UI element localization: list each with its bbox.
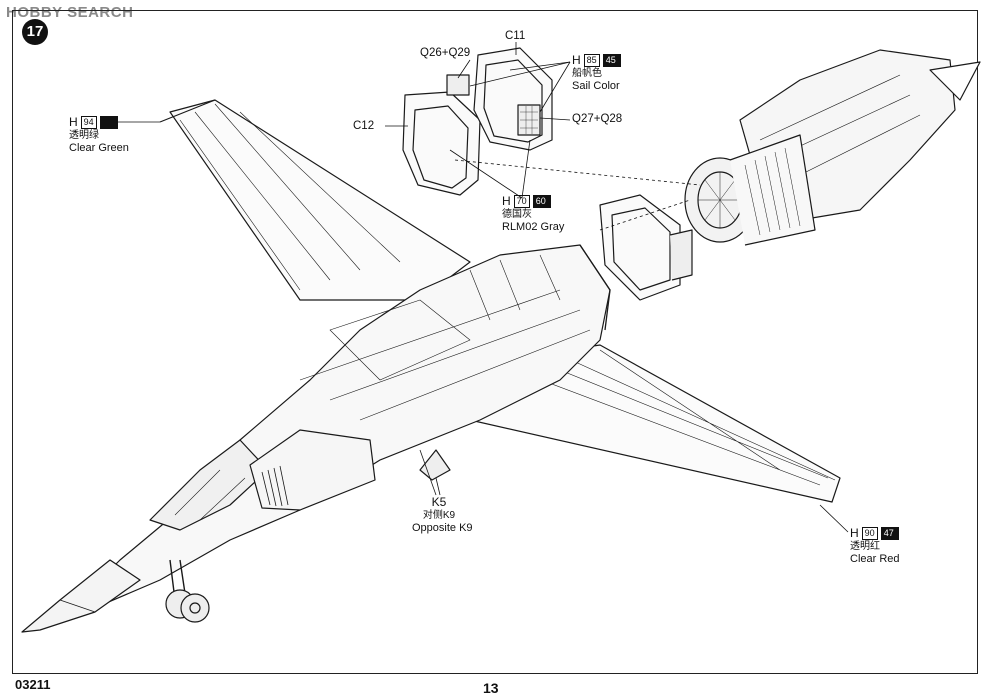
color-number-box: 94: [80, 116, 97, 129]
callout-clear-green: H 94 透明绿 Clear Green: [69, 116, 129, 155]
callout-k5: K5 对侧K9 Opposite K9: [412, 495, 473, 535]
label-q26-q29: Q26+Q29: [420, 47, 471, 59]
part-q26-q29: [446, 74, 470, 96]
part-k5: [419, 449, 451, 481]
color-name-cn: 透明红: [850, 541, 880, 552]
part-c12: [402, 91, 481, 196]
color-name-en: Clear Red: [850, 553, 900, 565]
callout-clear-red: H 90 47 透明红 Clear Red: [850, 527, 900, 566]
watermark: HOBBY SEARCH: [6, 4, 134, 21]
color-fill-box: 60: [532, 195, 551, 208]
color-name-cn: 德国灰: [502, 209, 532, 220]
callout-sail-color: H 85 45 船帆色 Sail Color: [572, 54, 621, 93]
product-number: 03211: [15, 677, 51, 692]
label-k5-en: Opposite K9: [412, 522, 473, 534]
callout-rlm02-gray: H 70 60 德国灰 RLM02 Gray: [502, 195, 564, 234]
step-number-badge: 17: [22, 19, 48, 45]
color-name-en: Clear Green: [69, 142, 129, 154]
color-code-prefix: H: [850, 526, 859, 540]
color-code-prefix: H: [502, 194, 511, 208]
label-c12: C12: [353, 120, 375, 132]
page-frame: [12, 10, 978, 674]
color-name-cn: 透明绿: [69, 130, 99, 141]
page-number: 13: [483, 680, 499, 696]
color-name-en: RLM02 Gray: [502, 221, 565, 233]
intake: [249, 429, 376, 511]
color-name-cn: 船帆色: [572, 68, 602, 79]
color-number-box: 70: [513, 195, 530, 208]
color-number-box: 90: [861, 527, 878, 540]
label-k5-cn: 对侧K9: [422, 510, 456, 521]
color-name-en: Sail Color: [572, 80, 620, 92]
left-wing: [169, 99, 471, 301]
color-code-prefix: H: [572, 53, 581, 67]
color-code-prefix: H: [69, 115, 78, 129]
color-fill-box: 45: [602, 54, 621, 67]
color-fill-box: 47: [880, 527, 899, 540]
color-swatch: [99, 116, 118, 129]
color-number-box: 85: [583, 54, 600, 67]
label-q27-q28: Q27+Q28: [572, 113, 623, 125]
label-k5: K5: [431, 495, 447, 509]
exhaust-ring: [599, 194, 681, 301]
label-c11: C11: [505, 30, 526, 42]
